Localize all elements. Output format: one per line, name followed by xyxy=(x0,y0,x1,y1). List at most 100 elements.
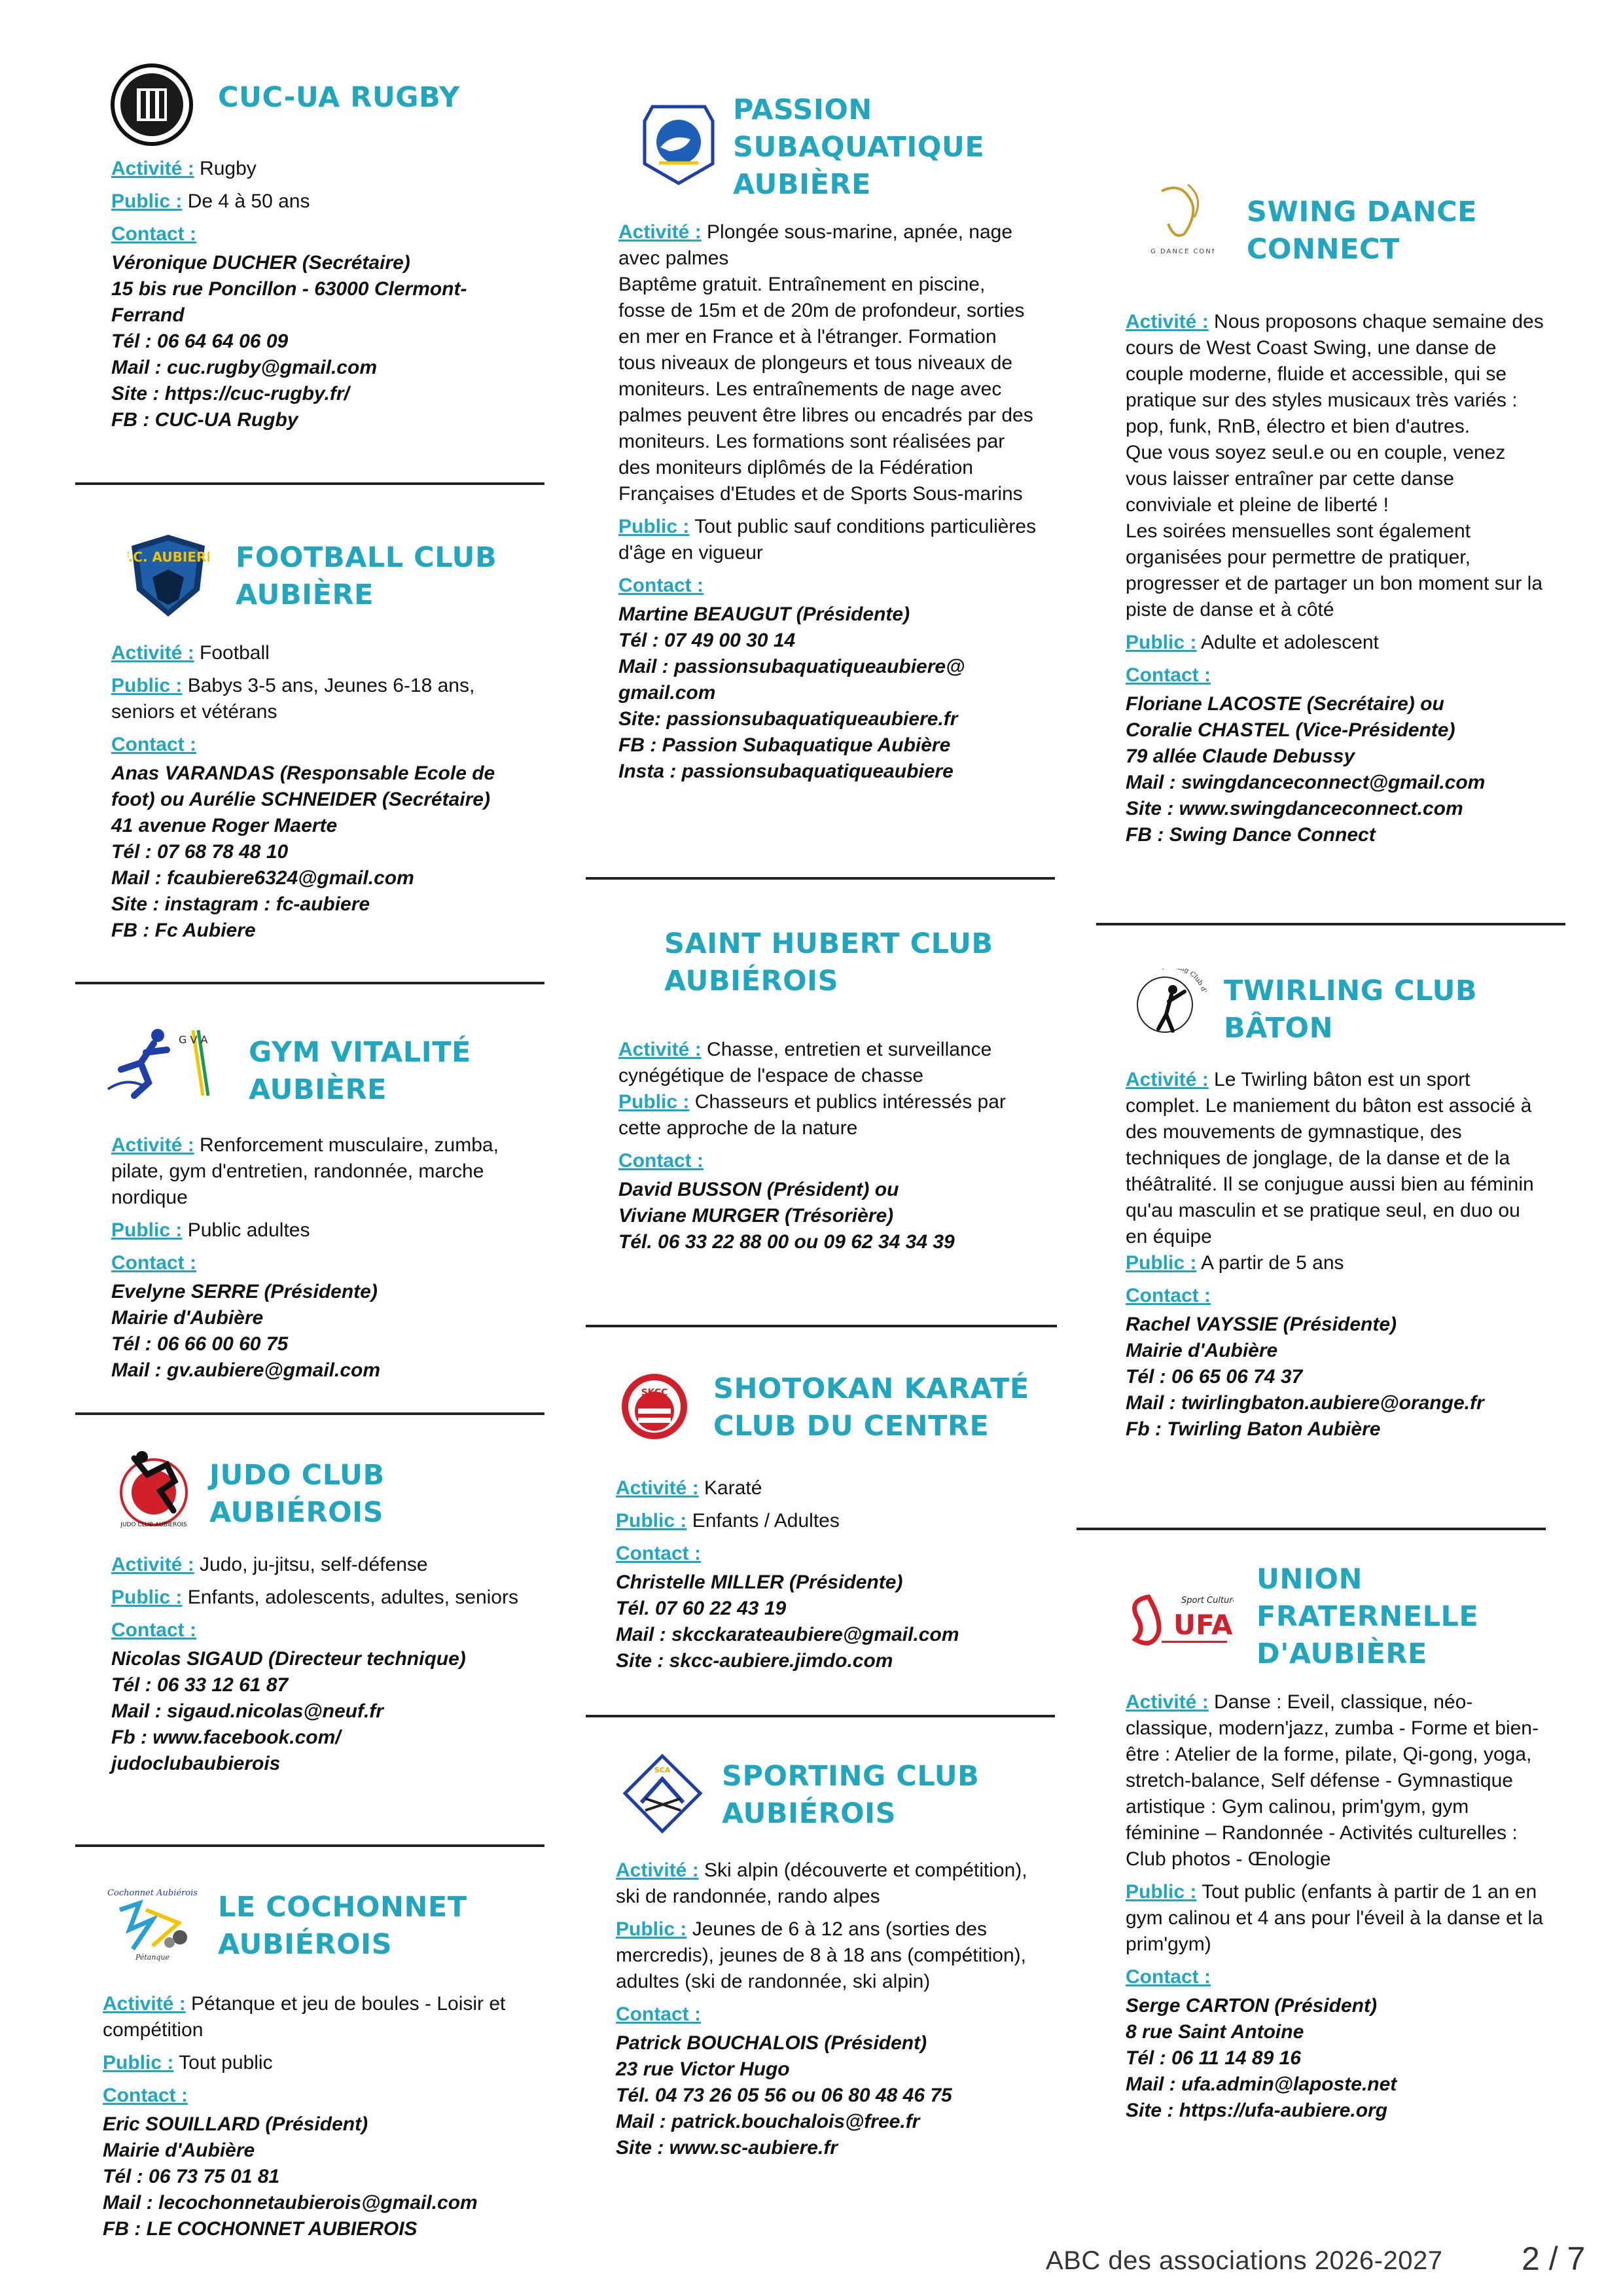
contact-label: Contact : xyxy=(1126,1966,1211,1988)
club-title: PASSION SUBAQUATIQUE AUBIÈRE xyxy=(733,94,985,201)
diving-club-logo-icon xyxy=(643,105,715,185)
public-value: Chasseurs et publics intéressés par cett… xyxy=(618,1091,1006,1139)
activite-value: Danse : Eveil, classique, néo-classique,… xyxy=(1126,1691,1539,1870)
rugby-club-logo-icon xyxy=(111,63,193,146)
club-title: LE COCHONNET AUBIÉROIS xyxy=(218,1891,467,1961)
fc-logo-text: F.C. AUBIERE xyxy=(128,549,209,565)
club-details: Activité : Nous proposons chaque semaine… xyxy=(1126,309,1544,848)
activite-value: Judo, ju-jitsu, self-défense xyxy=(200,1554,428,1575)
entry-saint-hubert-club: SAINT HUBERT CLUB AUBIÉROIS Activité : C… xyxy=(586,925,1057,1253)
contact-value: Véronique DUCHER (Secrétaire) 15 bis rue… xyxy=(111,252,467,431)
contact-label: Contact : xyxy=(1126,1285,1211,1306)
contact-label: Contact : xyxy=(111,223,196,245)
activite-label: Activité : xyxy=(1126,1691,1209,1713)
public-label: Public : xyxy=(111,1219,183,1241)
activite-value: Renforcement musculaire, zumba, pilate, … xyxy=(111,1134,499,1208)
public-value: Adulte et adolescent xyxy=(1201,632,1379,653)
separator-rule xyxy=(1077,1528,1546,1530)
judo-logo-text: JUDO CLUB AUBIEROIS xyxy=(120,1522,187,1528)
contact-label: Contact : xyxy=(1126,664,1211,686)
footer-publication-title: ABC des associations 2026-2027 xyxy=(1046,2246,1443,2275)
public-value: Enfants, adolescents, adultes, seniors xyxy=(187,1587,518,1608)
activite-label: Activité : xyxy=(103,1993,186,2015)
club-details: Activité : Karaté Public : Enfants / Adu… xyxy=(616,1475,1035,1674)
petanque-club-logo-icon: Cochonnet Aubiérois Pétanque xyxy=(107,1888,198,1962)
public-label: Public : xyxy=(111,190,183,212)
gym-vitalite-logo-icon: G V A xyxy=(107,1029,210,1099)
public-value: Tout public (enfants à partir de 1 an en… xyxy=(1126,1881,1543,1955)
activite-label: Activité : xyxy=(616,1477,699,1499)
cochonnet-logo-script: Cochonnet Aubiérois xyxy=(107,1888,198,1898)
contact-value: Anas VARANDAS (Responsable Ecole de foot… xyxy=(111,762,495,941)
activite-label: Activité : xyxy=(1126,1069,1209,1090)
public-value: Tout public xyxy=(179,2052,273,2073)
entry-union-fraternelle: Sport Culture UFA UNION FRATERNELLE D'AU… xyxy=(1096,1561,1567,2121)
club-title: TWIRLING CLUB BÂTON xyxy=(1224,975,1478,1045)
club-title: GYM VITALITÉ AUBIÈRE xyxy=(249,1036,471,1106)
contact-label: Contact : xyxy=(618,575,704,596)
separator-rule xyxy=(75,1412,544,1415)
contact-label: Contact : xyxy=(616,2003,701,2025)
contact-value: Rachel VAYSSIE (Présidente) Mairie d'Aub… xyxy=(1126,1314,1484,1440)
activite-value: Rugby xyxy=(200,158,257,179)
swing-dance-logo-icon: SWING DANCE CONNECT xyxy=(1149,183,1214,255)
club-title: CUC-UA RUGBY xyxy=(218,81,460,114)
public-label: Public : xyxy=(111,1587,183,1608)
contact-value: Martine BEAUGUT (Présidente) Tél : 07 49… xyxy=(618,603,965,782)
contact-value: David BUSSON (Président) ou Viviane MURG… xyxy=(618,1179,955,1253)
entry-judo-club-aubierois: JUDO CLUB AUBIEROIS JUDO CLUB AUBIÉROIS … xyxy=(75,1445,546,1774)
club-title: SWING DANCE CONNECT xyxy=(1247,196,1478,266)
activite-label: Activité : xyxy=(111,1554,194,1575)
contact-label: Contact : xyxy=(616,1543,701,1564)
ski-club-logo-icon: SCA xyxy=(622,1753,703,1834)
public-label: Public : xyxy=(103,2052,174,2073)
activite-label: Activité : xyxy=(111,158,194,179)
page-number: 2 / 7 xyxy=(1522,2240,1586,2277)
club-details: Activité : Judo, ju-jitsu, self-défense … xyxy=(111,1552,530,1777)
contact-value: Patrick BOUCHALOIS (Président) 23 rue Vi… xyxy=(616,2032,952,2159)
public-label: Public : xyxy=(618,516,690,537)
activite-value: Ski alpin (découverte et compétition), s… xyxy=(616,1859,1027,1907)
public-value: Enfants / Adultes xyxy=(692,1510,840,1532)
public-label: Public : xyxy=(111,675,183,696)
separator-rule xyxy=(586,1325,1057,1327)
activite-value: Nous proposons chaque semaine des cours … xyxy=(1126,311,1544,620)
public-value: De 4 à 50 ans xyxy=(187,190,310,212)
separator-rule xyxy=(75,482,544,485)
contact-value: Floriane LACOSTE (Secrétaire) ou Coralie… xyxy=(1126,693,1486,846)
separator-rule xyxy=(586,1715,1055,1717)
public-value: A partir de 5 ans xyxy=(1201,1252,1344,1274)
activite-label: Activité : xyxy=(616,1859,699,1881)
sporting-logo-text: SCA xyxy=(654,1766,671,1774)
contact-label: Contact : xyxy=(103,2085,188,2106)
public-label: Public : xyxy=(1126,1252,1197,1274)
club-details: Activité : Renforcement musculaire, zumb… xyxy=(111,1132,530,1384)
judo-club-logo-icon: JUDO CLUB AUBIEROIS xyxy=(120,1451,188,1528)
contact-label: Contact : xyxy=(111,1252,196,1274)
twirling-club-logo-icon: Twirling Club d'Aubière xyxy=(1132,969,1207,1033)
club-details: Activité : Plongée sous-marine, apnée, n… xyxy=(618,219,1037,785)
club-title: SPORTING CLUB AUBIÉROIS xyxy=(722,1760,980,1830)
activite-label: Activité : xyxy=(618,1039,702,1060)
separator-rule xyxy=(75,1844,544,1847)
public-value: Tout public sauf conditions particulière… xyxy=(618,516,1037,564)
ufa-logo-sport: Sport Culture xyxy=(1181,1596,1234,1605)
club-details: Activité : Le Twirling bâton est un spor… xyxy=(1126,1067,1544,1443)
public-value: Babys 3-5 ans, Jeunes 6-18 ans, seniors … xyxy=(111,675,475,723)
activite-value: Chasse, entretien et surveillance cynégé… xyxy=(618,1039,992,1086)
gym-logo-text: G V A xyxy=(179,1033,208,1046)
club-title: UNION FRATERNELLE D'AUBIÈRE xyxy=(1257,1563,1479,1670)
entry-swing-dance-connect: SWING DANCE CONNECT SWING DANCE CONNECT … xyxy=(1096,178,1567,846)
activite-value: Le Twirling bâton est un sport complet. … xyxy=(1126,1069,1534,1247)
club-details: Activité : Ski alpin (découverte et comp… xyxy=(616,1857,1035,2161)
club-details: Activité : Chasse, entretien et surveill… xyxy=(618,1037,1037,1255)
activite-value: Plongée sous-marine, apnée, nage avec pa… xyxy=(618,221,1033,505)
entry-passion-subaquatique: PASSION SUBAQUATIQUE AUBIÈRE Activité : … xyxy=(586,92,1057,782)
club-details: Activité : Pétanque et jeu de boules - L… xyxy=(103,1991,522,2242)
entry-shotokan-karate: SKCC SHOTOKAN KARATÉ CLUB DU CENTRE Acti… xyxy=(586,1371,1057,1672)
activite-value: Football xyxy=(200,642,270,664)
entry-le-cochonnet-aubierois: Cochonnet Aubiérois Pétanque LE COCHONNE… xyxy=(75,1884,546,2240)
ufa-logo-letters: UFA xyxy=(1173,1609,1233,1641)
football-club-shield-icon: F.C. AUBIERE xyxy=(128,535,209,617)
club-details: Activité : Rugby Public : De 4 à 50 ans … xyxy=(111,156,530,433)
